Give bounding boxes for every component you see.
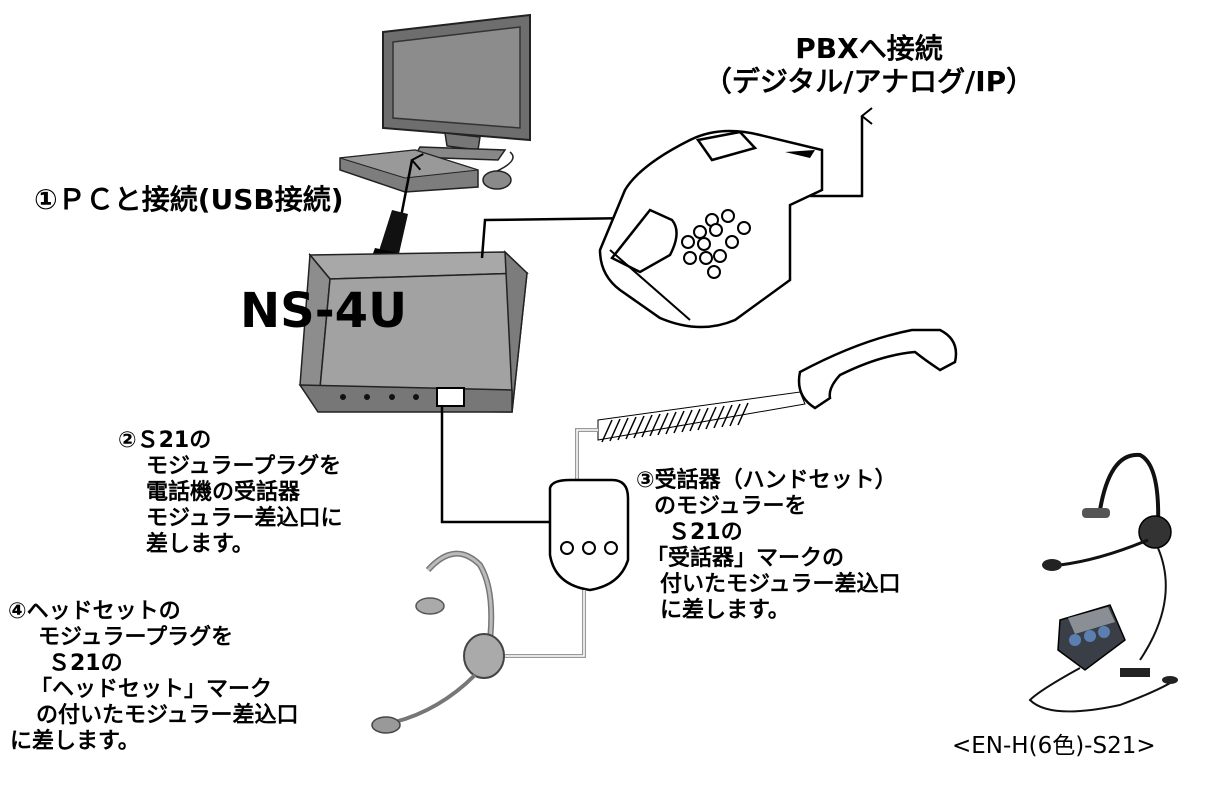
device-name-label: NS-4U	[240, 283, 408, 339]
headset-icon	[371, 550, 505, 734]
step4-line: に差します。	[10, 728, 140, 754]
step2-line: モジュラープラグを	[146, 453, 342, 479]
step3-line: Ｓ21の	[668, 519, 743, 545]
step3-line: 「受話器」マークの	[646, 545, 845, 571]
step2-line: 電話機の受話器	[146, 479, 301, 505]
pbx-line	[810, 107, 873, 198]
s21-adapter-icon	[548, 478, 630, 592]
pbx-label-line2: （デジタル/アナログ/IP）	[703, 65, 1035, 99]
ns4u-box-icon	[298, 250, 529, 413]
headset-cable	[500, 590, 586, 658]
step4-line: 「ヘッドセット」マーク	[30, 676, 273, 702]
desktop-pc-icon	[339, 13, 531, 193]
pbx-label-line1: PBXへ接続	[795, 32, 943, 65]
step2-instruction: ②Ｓ21の モジュラープラグを 電話機の受話器 モジュラー差込口に 差します。	[118, 428, 342, 558]
step2-line: モジュラー差込口に	[146, 505, 343, 531]
step4-line: の付いたモジュラー差込口	[36, 702, 299, 728]
step2-line: ②Ｓ21の	[118, 428, 212, 453]
step4-line: ④ヘッドセットの	[8, 599, 181, 624]
step4-line: モジュラープラグを	[38, 624, 234, 650]
pbx-connection-label: PBXへ接続 （デジタル/アナログ/IP）	[674, 32, 1064, 98]
step3-line: ③受話器（ハンドセット）	[636, 468, 897, 493]
product-photo-icon	[1028, 452, 1178, 713]
step4-line: Ｓ21の	[48, 650, 123, 676]
phone-line	[480, 216, 641, 259]
step3-line: 付いたモジュラー差込口	[660, 571, 901, 597]
step2-line: 差します。	[146, 531, 254, 557]
step3-line: に差します。	[660, 597, 790, 623]
s21-cable	[440, 406, 556, 524]
handset-icon	[575, 328, 958, 490]
step3-line: のモジュラーを	[654, 493, 807, 519]
step4-instruction: ④ヘッドセットの モジュラープラグを Ｓ21の 「ヘッドセット」マーク の付いた…	[8, 599, 298, 755]
step3-instruction: ③受話器（ハンドセット） のモジュラーを Ｓ21の 「受話器」マークの 付いたモ…	[636, 468, 900, 624]
product-caption: <EN-H(6色)-S21>	[952, 733, 1156, 759]
desk-phone-icon	[598, 129, 824, 329]
pc-connection-label: ①ＰＣと接続(USB接続)	[34, 183, 344, 216]
